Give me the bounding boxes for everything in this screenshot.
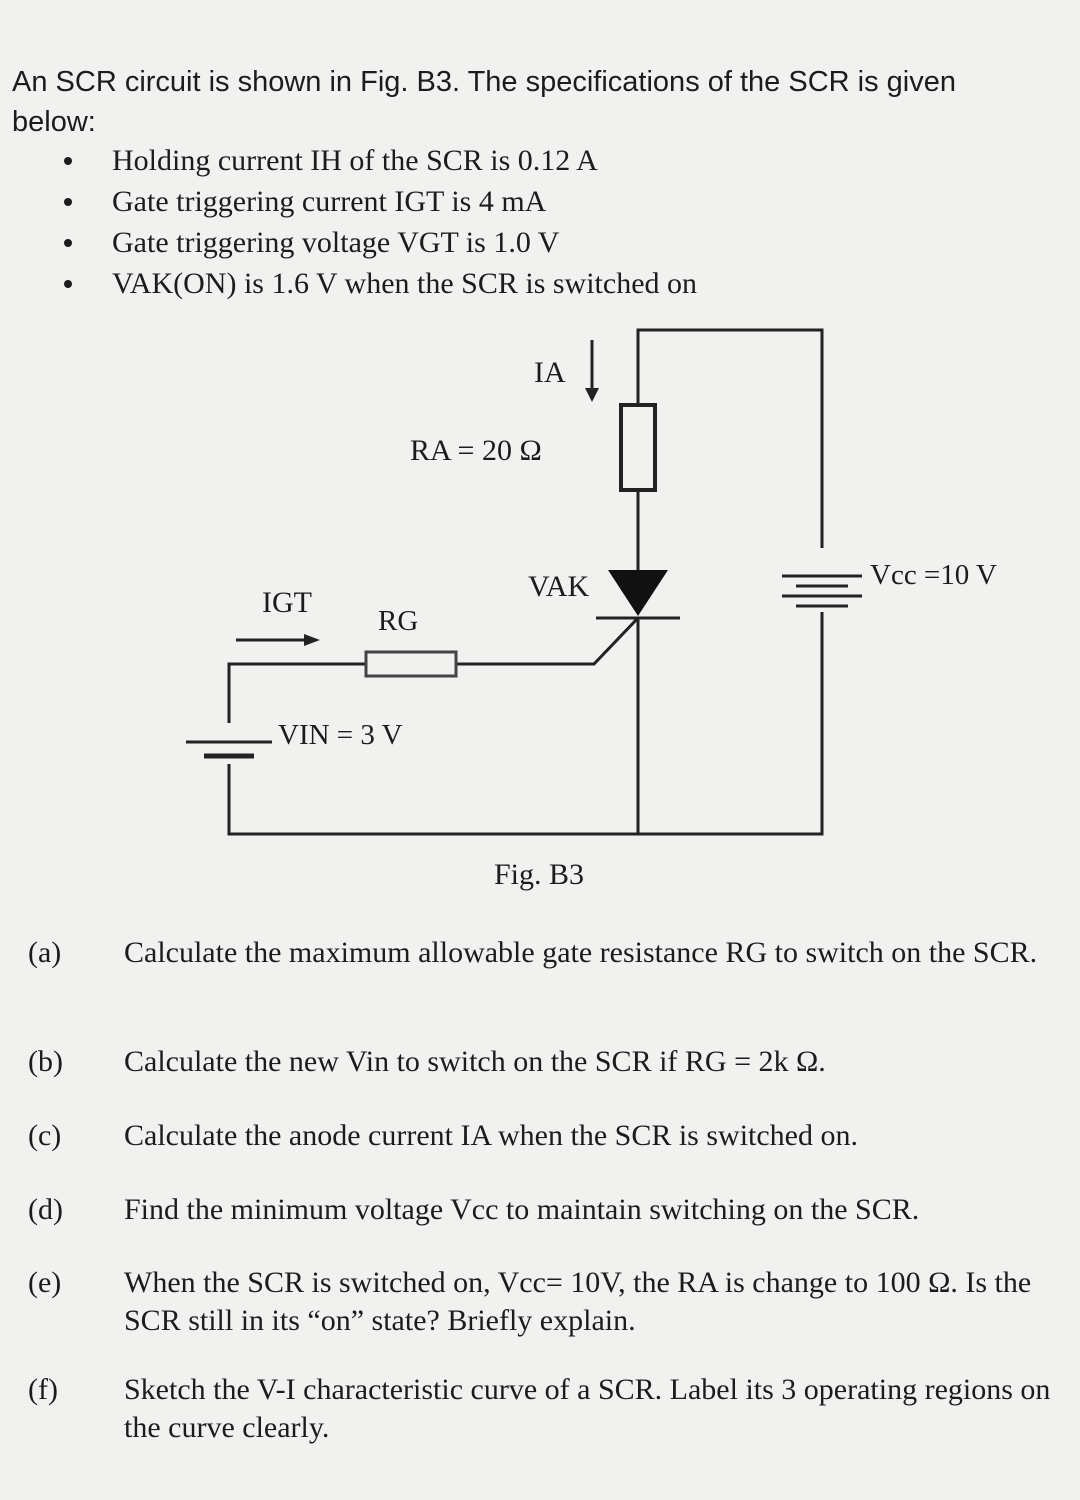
ra-label: RA = 20 Ω <box>410 434 542 467</box>
question-text: Calculate the new Vin to switch on the S… <box>124 1045 826 1078</box>
spec-list: Holding current IH of the SCR is 0.12 A … <box>60 140 697 304</box>
spec-vak-on: VAK(ON) is 1.6 V when the SCR is switche… <box>60 263 697 304</box>
rg-label: RG <box>378 605 418 637</box>
question-label: (b) <box>28 1045 63 1078</box>
spec-holding-current: Holding current IH of the SCR is 0.12 A <box>60 140 697 181</box>
ra-resistor <box>619 403 657 492</box>
question-label: (c) <box>28 1119 62 1152</box>
question-text: Find the minimum voltage Vcc to maintain… <box>124 1193 920 1226</box>
question-label: (a) <box>28 936 62 969</box>
question-text: Calculate the maximum allowable gate res… <box>124 936 1038 969</box>
scr-circuit-diagram: IA RA = 20 Ω VAK Vcc =10 V IGT RG VIN = … <box>186 328 997 836</box>
question-label: (f) <box>28 1373 58 1406</box>
wire-gate <box>456 616 640 666</box>
intro-text: An SCR circuit is shown in Fig. B3. The … <box>12 66 956 138</box>
ia-arrow-icon <box>585 340 599 402</box>
question-label: (e) <box>28 1266 62 1299</box>
igt-arrow-icon <box>236 634 320 646</box>
question-label: (d) <box>28 1193 63 1226</box>
question-d: (d) Find the minimum voltage Vcc to main… <box>28 1191 1068 1229</box>
ia-label: IA <box>534 356 566 389</box>
spec-gate-voltage: Gate triggering voltage VGT is 1.0 V <box>60 222 697 263</box>
question-text: Calculate the anode current IA when the … <box>124 1119 858 1152</box>
vin-battery <box>186 740 272 759</box>
rg-resistor <box>364 650 458 678</box>
wire-right-bottom <box>227 612 824 836</box>
scr-diode-triangle <box>608 570 668 616</box>
wire-vin-up <box>227 662 366 723</box>
igt-label: IGT <box>262 586 312 619</box>
question-e: (e) When the SCR is switched on, Vcc= 10… <box>28 1264 1068 1340</box>
question-b: (b) Calculate the new Vin to switch on t… <box>28 1043 1068 1081</box>
spec-gate-current: Gate triggering current IGT is 4 mA <box>60 181 697 222</box>
vak-label: VAK <box>528 570 589 603</box>
vin-label: VIN = 3 V <box>278 719 403 751</box>
vcc-battery <box>782 574 862 608</box>
figure-caption: Fig. B3 <box>494 858 585 891</box>
question-text: When the SCR is switched on, Vcc= 10V, t… <box>124 1266 1032 1337</box>
wire-top-anode <box>636 328 824 548</box>
question-a: (a) Calculate the maximum allowable gate… <box>28 934 1068 972</box>
question-c: (c) Calculate the anode current IA when … <box>28 1117 1068 1155</box>
question-f: (f) Sketch the V-I characteristic curve … <box>28 1371 1068 1447</box>
question-text: Sketch the V-I characteristic curve of a… <box>124 1373 1051 1444</box>
vcc-label: Vcc =10 V <box>870 559 997 591</box>
